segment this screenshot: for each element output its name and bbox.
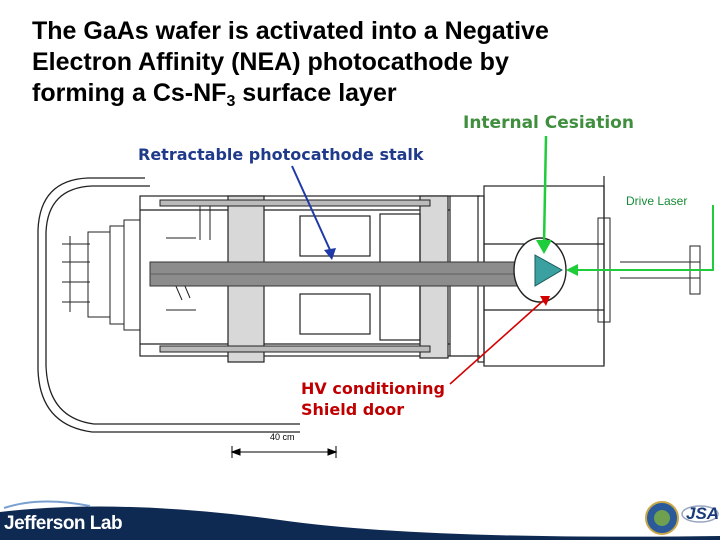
internal-cesiation-label: Internal Cesiation <box>463 113 634 133</box>
vacuum-chamber <box>37 177 300 433</box>
title-line-3-prefix: forming a Cs-NF <box>32 79 227 107</box>
title-line-1: The GaAs wafer is activated into a Negat… <box>32 17 549 45</box>
scale-bar <box>230 446 338 458</box>
title-subscript: 3 <box>226 93 236 110</box>
jsa-logo-icon <box>681 505 719 523</box>
hv-arrowhead <box>540 296 550 306</box>
jefferson-lab-logo: Jefferson Lab <box>4 513 123 534</box>
drive-laser-label: Drive Laser <box>626 194 688 208</box>
stalk-arrowhead <box>324 248 336 260</box>
retractable-stalk-label: Retractable photocathode stalk <box>138 145 424 164</box>
title-line-3: forming a Cs-NF3 surface layer <box>32 78 672 110</box>
drive-laser-beam <box>568 205 714 271</box>
title-line-3-suffix: surface layer <box>235 79 397 107</box>
title-line-2: Electron Affinity (NEA) photocathode by <box>32 48 509 76</box>
hv-line-2: Shield door <box>301 400 405 419</box>
hv-line-1: HV conditioning <box>301 379 445 398</box>
drive-laser-arrowhead <box>566 264 578 276</box>
jefferson-lab-logo-icon <box>3 500 91 509</box>
slide-title: The GaAs wafer is activated into a Negat… <box>32 16 672 110</box>
hv-shield-door-label: HV conditioning Shield door <box>301 378 445 420</box>
footer-band <box>0 506 720 540</box>
jsa-logo: JSA <box>686 504 720 523</box>
support-rods <box>159 199 431 353</box>
scale-bar-label: 40 cm <box>270 432 295 442</box>
cesiation-arrowhead <box>536 240 552 254</box>
stalk-arrow <box>291 165 331 251</box>
hv-arrow <box>449 299 545 385</box>
cathode-tip <box>534 254 564 287</box>
doe-seal-icon <box>645 501 679 535</box>
cesiation-arrow <box>542 135 548 245</box>
